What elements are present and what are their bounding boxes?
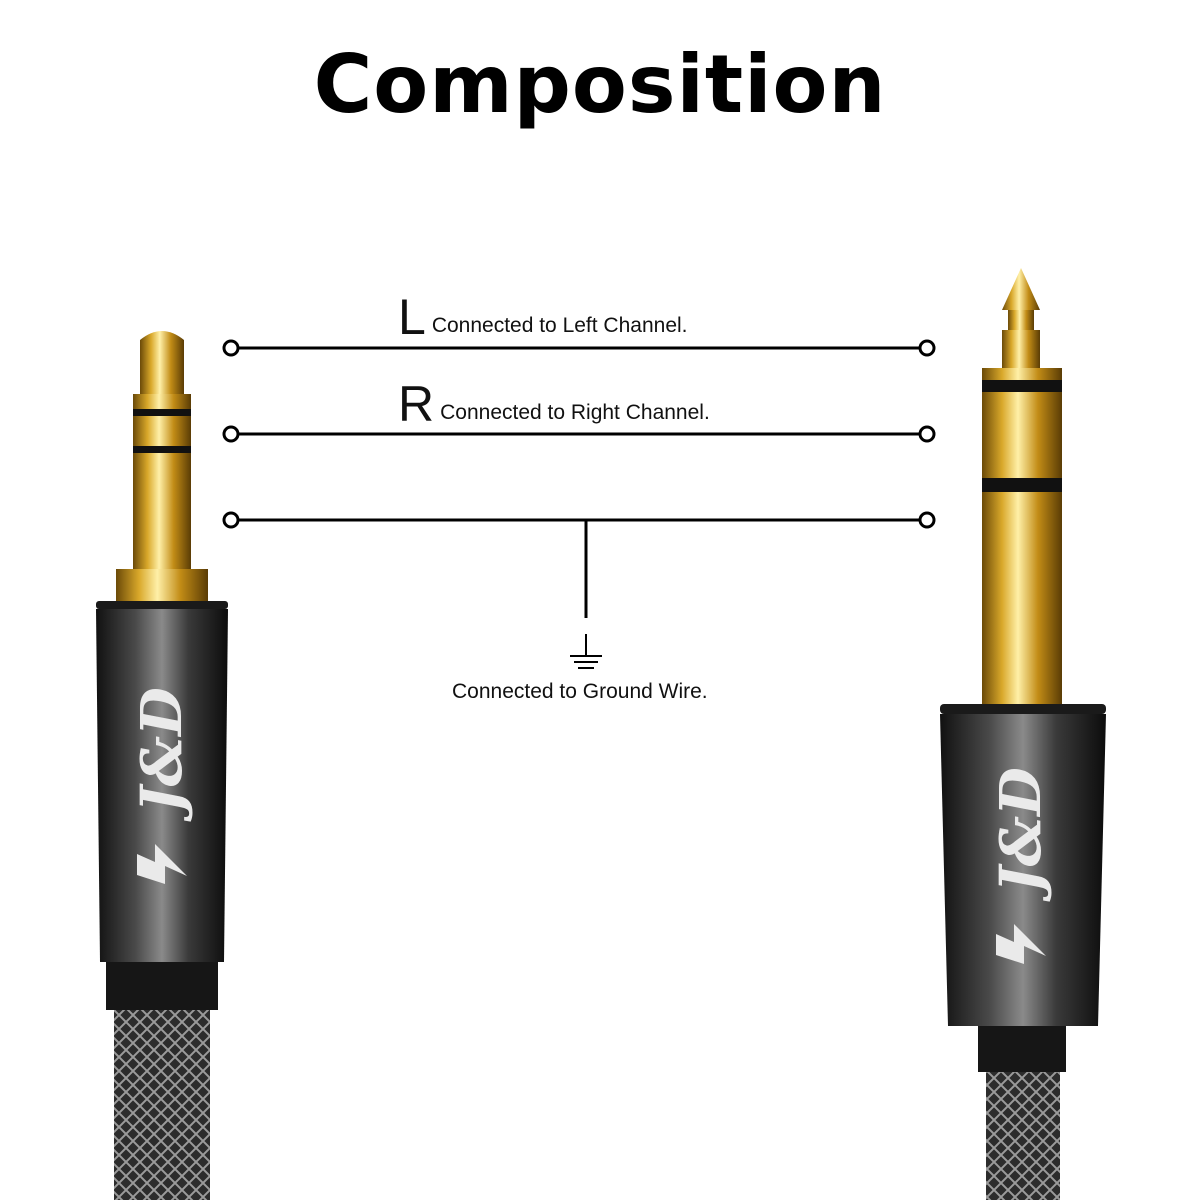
ground-start-node — [222, 511, 240, 529]
right-channel-text: Connected to Right Channel. — [440, 401, 710, 424]
large-plug-image: J&D — [940, 268, 1106, 1200]
left-channel-end-node — [918, 339, 936, 357]
ground-label: Connected to Ground Wire. — [452, 680, 708, 703]
svg-text:J&D: J&D — [988, 767, 1054, 902]
page-title: Composition — [313, 38, 887, 131]
connection-lines — [222, 339, 936, 618]
left-channel-text: Connected to Left Channel. — [431, 314, 688, 337]
right-channel-letter: R — [398, 376, 435, 432]
ground-end-node — [918, 511, 936, 529]
right-channel-start-node — [222, 425, 240, 443]
large-plug-logo: J&D — [988, 767, 1054, 964]
right-channel-end-node — [918, 425, 936, 443]
left-channel-letter: L — [398, 289, 426, 345]
small-plug-logo: J&D — [129, 687, 195, 884]
left-channel-start-node — [222, 339, 240, 357]
svg-text:J&D: J&D — [129, 687, 195, 822]
ground-icon — [570, 634, 602, 669]
small-plug-image: J&D — [96, 331, 228, 1200]
